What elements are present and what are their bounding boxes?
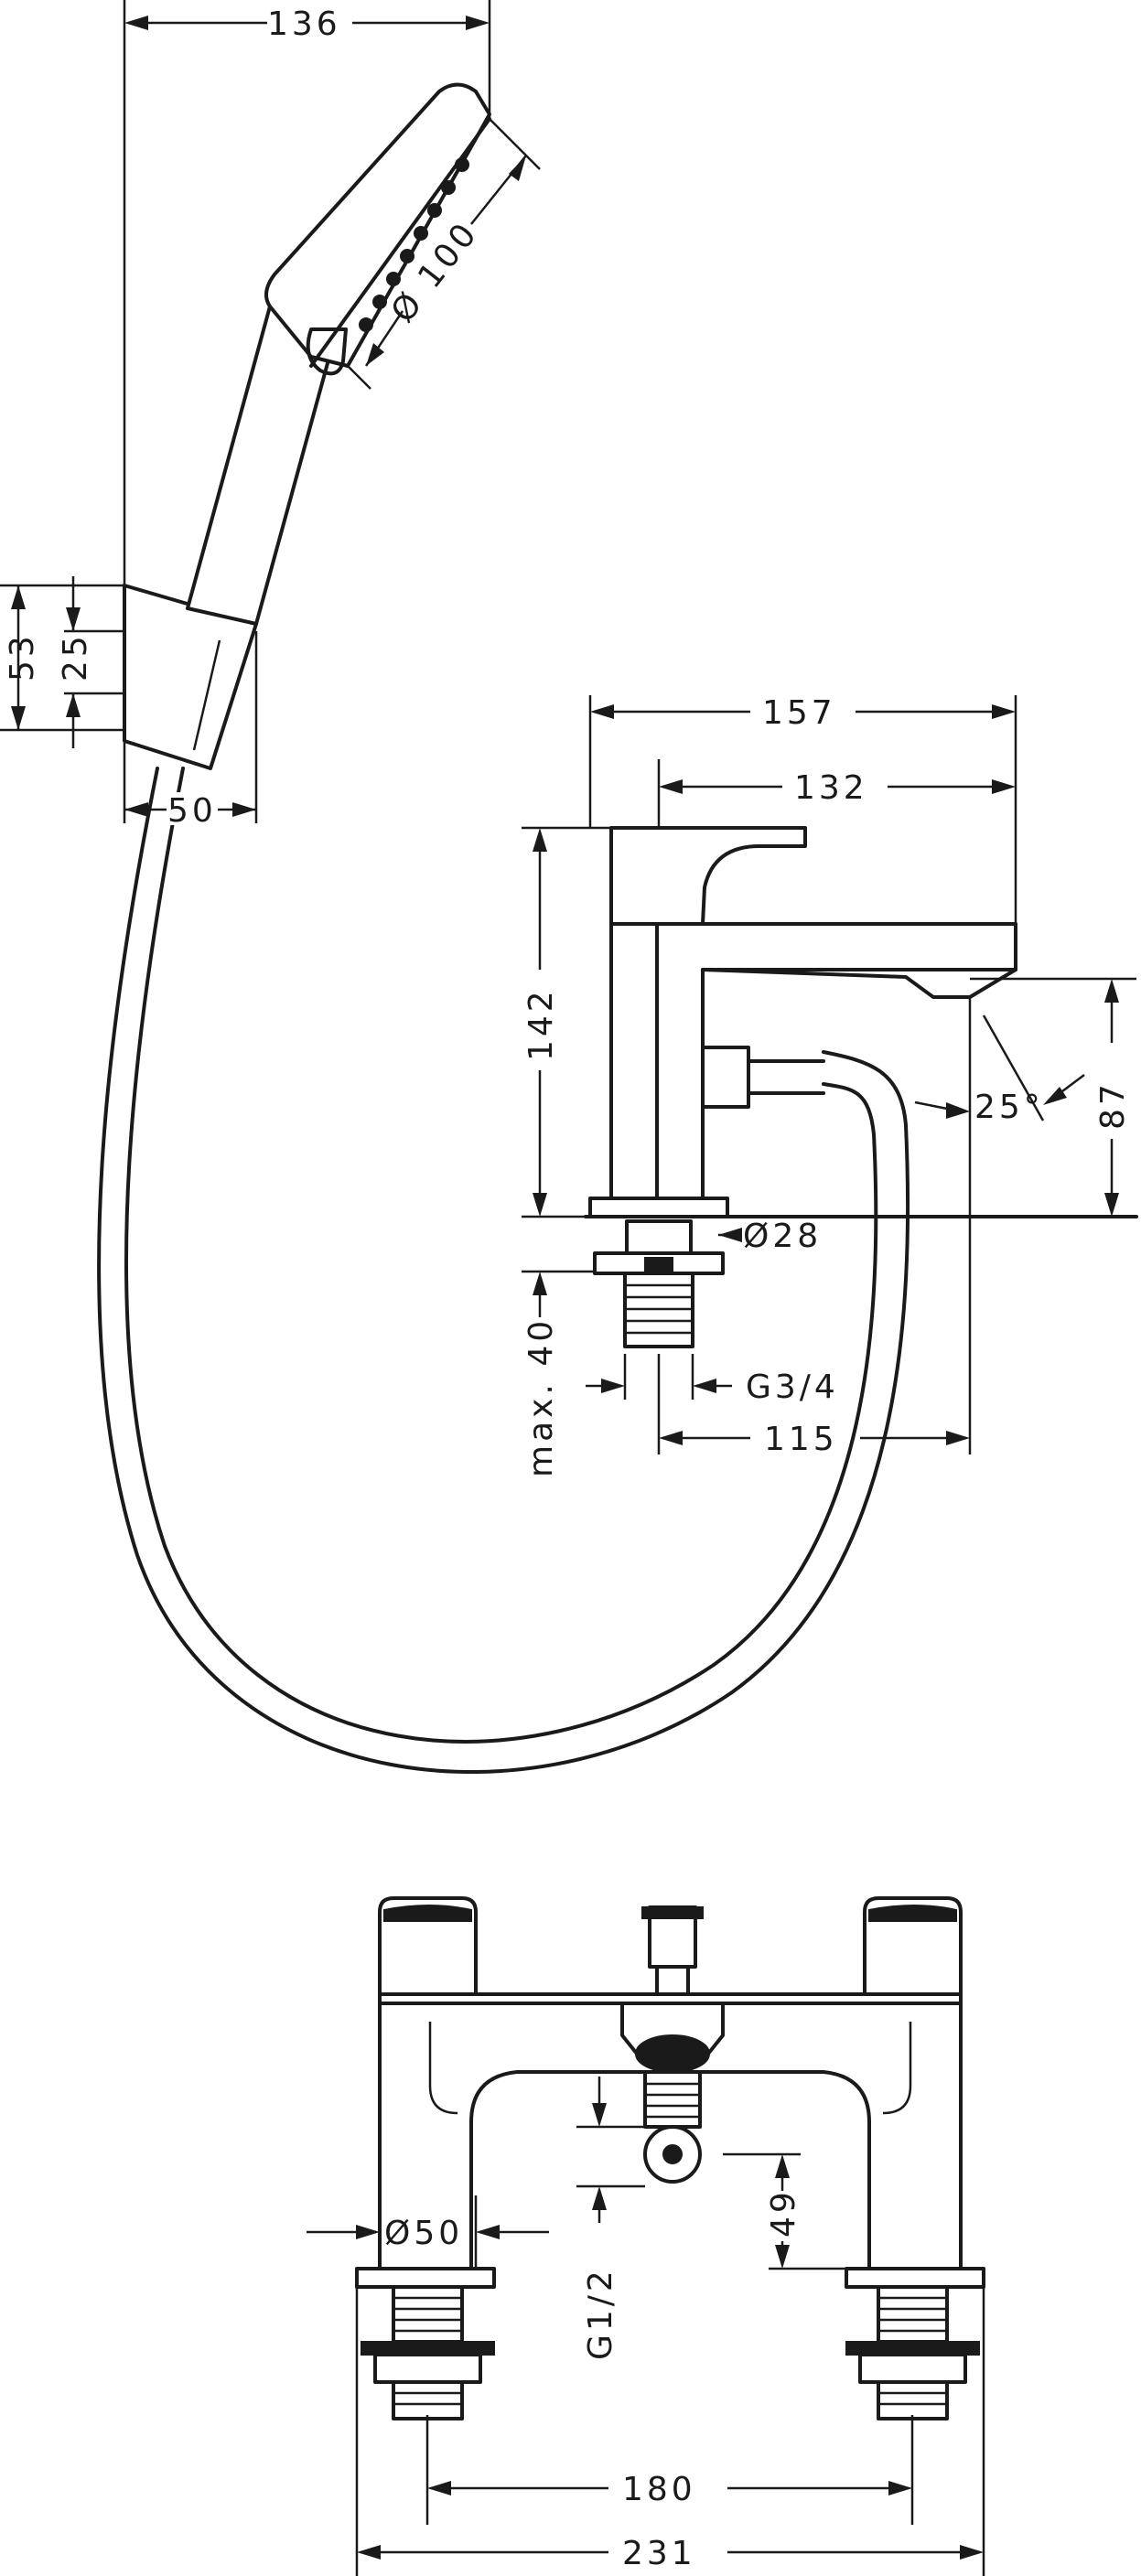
mixer-side-view: 157 132 142 87 25° Ø28 bbox=[522, 694, 1138, 1477]
dim-mixer-height: 142 bbox=[522, 987, 560, 1061]
spout-tip bbox=[701, 922, 1017, 999]
mixer-bridge bbox=[378, 1992, 963, 2270]
dim-spout-angle: 25° bbox=[974, 1089, 1044, 1126]
right-flange bbox=[845, 2267, 985, 2289]
left-handle bbox=[378, 1896, 478, 1996]
dim-spout-height: 87 bbox=[1094, 1080, 1132, 1130]
dim-total-width: 231 bbox=[622, 2535, 696, 2572]
mixer-front-view: Ø50 G1/2 49 180 231 bbox=[307, 1896, 985, 2576]
dim-holder-width: 50 bbox=[167, 792, 217, 830]
mixer-flange bbox=[588, 1197, 729, 1218]
hose-outer bbox=[97, 767, 910, 1774]
dim-outlet-height: 49 bbox=[765, 2188, 802, 2238]
left-flange bbox=[355, 2267, 496, 2289]
mixer-lever bbox=[609, 826, 807, 926]
dim-deck-thickness: max. 40 bbox=[522, 1317, 560, 1477]
spray-nozzles bbox=[359, 157, 469, 332]
dim-pillar-diameter: Ø50 bbox=[384, 2215, 463, 2252]
select-button bbox=[306, 327, 348, 376]
right-handle bbox=[863, 1896, 963, 1996]
dim-mixer-depth: 157 bbox=[762, 694, 836, 732]
hose-inner bbox=[124, 767, 878, 1744]
dim-pillar-centres: 180 bbox=[622, 2471, 696, 2508]
dim-connection-thread: G3/4 bbox=[746, 1368, 839, 1406]
dim-holder-height-inner: 25 bbox=[57, 632, 94, 682]
handshower-head bbox=[264, 82, 491, 368]
hand-shower-view: 136 Ø 100 53 25 50 bbox=[0, 0, 910, 1774]
dim-handshower-width: 136 bbox=[267, 5, 341, 43]
dim-holder-height-total: 53 bbox=[4, 632, 41, 682]
dim-diverter-offset: 115 bbox=[764, 1421, 838, 1458]
dim-mounting-hole: Ø28 bbox=[743, 1218, 822, 1255]
dim-outlet-thread: G1/2 bbox=[582, 2267, 619, 2360]
dim-spout-reach: 132 bbox=[794, 769, 868, 807]
diverter-knob bbox=[701, 1046, 750, 1109]
